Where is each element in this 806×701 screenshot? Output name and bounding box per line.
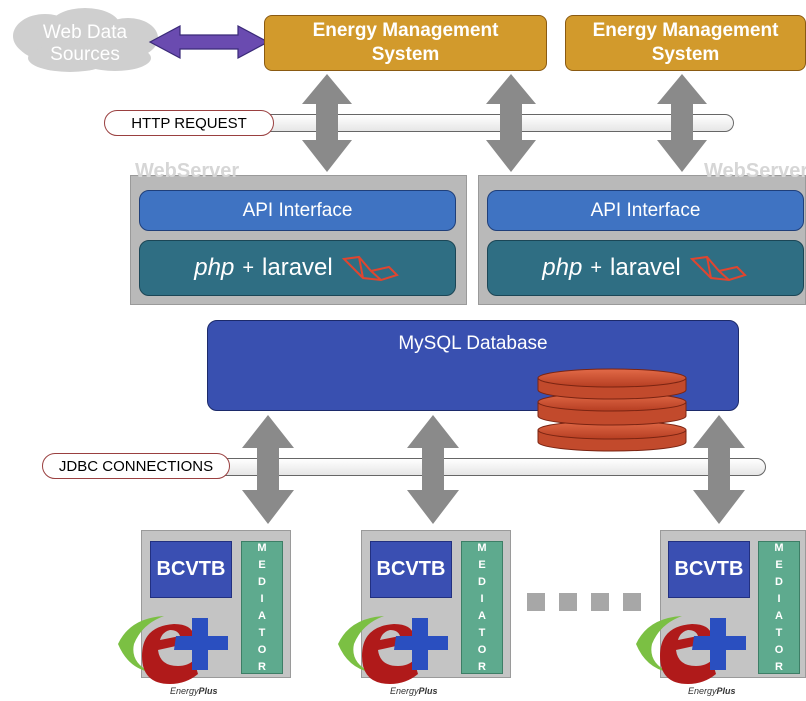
mediator-letter: M (477, 542, 487, 554)
mediator-letter: R (775, 661, 783, 673)
webserver-2-title: WebServer (704, 160, 806, 182)
mediator-letter: T (478, 627, 486, 639)
php-label-1: php (194, 254, 235, 281)
mediator-letter: T (775, 627, 783, 639)
bcvtb-2: BCVTB (370, 541, 452, 598)
energyplus-caption: EnergyPlus (170, 686, 218, 696)
mediator-letter: A (478, 610, 486, 622)
energyplus-logo-icon (338, 616, 448, 684)
laravel-label-2: laravel (610, 254, 681, 281)
mediator-letter: M (257, 542, 267, 554)
plus-label-1: + (242, 256, 255, 279)
cloud-label: Web Data Sources (20, 22, 150, 66)
jdbc-bar (210, 458, 766, 476)
mediator-letter: O (477, 644, 487, 656)
mediator-letter: T (258, 627, 266, 639)
mediator-2: M E D I A T O R (461, 541, 503, 674)
http-label: HTTP REQUEST (104, 110, 274, 136)
caption-energy: Energy (390, 686, 419, 696)
cloud-ems-arrow (148, 25, 270, 59)
mysql-label: MySQL Database (398, 333, 548, 354)
plus-label-2: + (590, 256, 603, 279)
php-laravel-2: php + laravel (487, 240, 804, 296)
mediator-letter: O (257, 644, 267, 656)
webserver-1-title: WebServer (135, 160, 240, 182)
energyplus-logo-icon (118, 616, 228, 684)
mediator-letter: D (258, 576, 266, 588)
php-laravel-1: php + laravel (139, 240, 456, 296)
ems-1-line2: System (371, 44, 440, 65)
mediator-letter: I (260, 593, 264, 605)
mediator-3: M E D I A T O R (758, 541, 800, 674)
mediator-1: M E D I A T O R (241, 541, 283, 674)
bcvtb-3: BCVTB (668, 541, 750, 598)
laravel-label-1: laravel (262, 254, 333, 281)
ems-1-line1: Energy Management (312, 20, 499, 41)
mediator-letter: R (258, 661, 266, 673)
php-label-2: php (542, 254, 583, 281)
cloud-shape (13, 8, 158, 72)
caption-plus: Plus (198, 686, 218, 696)
mediator-letter: I (480, 593, 484, 605)
mediator-letter: D (478, 576, 486, 588)
laravel-logo-icon (689, 255, 747, 282)
cloud-line1: Web Data (42, 22, 128, 43)
ellipsis-dot (527, 593, 545, 611)
energyplus-logo-icon (636, 616, 746, 684)
ems-box-1: Energy Management System (264, 15, 547, 71)
database-stack-icon (537, 368, 687, 452)
mediator-letter: E (478, 559, 486, 571)
mediator-letter: I (777, 593, 781, 605)
bcvtb-1: BCVTB (150, 541, 232, 598)
api-interface-2: API Interface (487, 190, 804, 231)
ems-box-2: Energy Management System (565, 15, 806, 71)
ems-2-line1: Energy Management (592, 20, 779, 41)
caption-energy: Energy (170, 686, 199, 696)
http-bar (256, 114, 734, 132)
mediator-letter: O (774, 644, 784, 656)
ellipsis-dot (559, 593, 577, 611)
api-interface-1: API Interface (139, 190, 456, 231)
mediator-letter: M (774, 542, 784, 554)
ellipsis-dot (591, 593, 609, 611)
mediator-letter: E (775, 559, 783, 571)
cloud-line2: Sources (50, 44, 120, 65)
energyplus-caption: EnergyPlus (390, 686, 438, 696)
mediator-letter: A (258, 610, 266, 622)
mediator-letter: D (775, 576, 783, 588)
caption-plus: Plus (716, 686, 736, 696)
mediator-letter: R (478, 661, 486, 673)
ellipsis-dot (623, 593, 641, 611)
mediator-letter: A (775, 610, 783, 622)
laravel-logo-icon (341, 255, 399, 282)
mediator-letter: E (258, 559, 266, 571)
caption-energy: Energy (688, 686, 717, 696)
ems-2-line2: System (651, 44, 720, 65)
jdbc-label: JDBC CONNECTIONS (42, 453, 230, 479)
caption-plus: Plus (418, 686, 438, 696)
energyplus-caption: EnergyPlus (688, 686, 736, 696)
